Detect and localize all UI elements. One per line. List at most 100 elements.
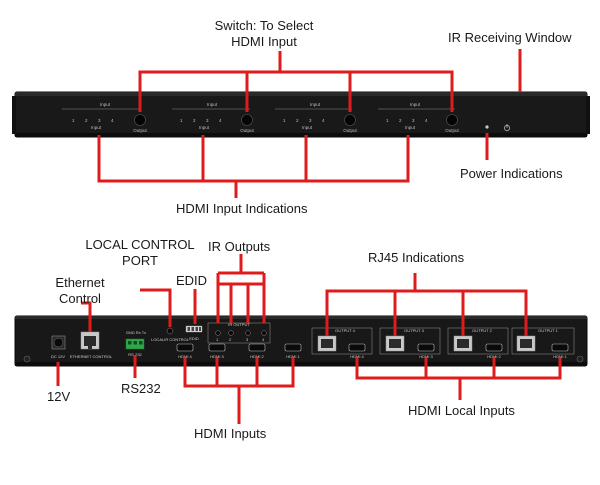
power-led (485, 125, 489, 129)
button-label: Output (343, 128, 357, 133)
hdmi-input-port-2[interactable] (248, 343, 266, 352)
rs232-callout: RS232 (121, 381, 161, 396)
hdmi-local-port-3[interactable] (417, 343, 435, 352)
local-control-callout-line-1: LOCAL CONTROL (85, 237, 195, 252)
ethernet-label: ETHERNET CONTROL (70, 354, 113, 359)
input-number: 2 (296, 118, 299, 123)
ir-number: 2 (229, 337, 232, 342)
switch-button-2[interactable] (241, 114, 253, 126)
rs232-label: RS-232 (128, 352, 142, 357)
button-label: Output (445, 128, 459, 133)
input-group-2: Input 1 2 3 4 Input Output (172, 102, 255, 133)
output-label: OUTPUT 1 (538, 328, 558, 333)
hdmi-input-label: HDMI 2 (250, 354, 264, 359)
input-number: 1 (72, 118, 75, 123)
output-group-1: OUTPUT 1 HDMI 1 (511, 327, 575, 359)
ir-output-jack-1[interactable] (215, 330, 221, 336)
switch-callout: Switch: To Select HDMI Input (215, 18, 314, 50)
input-label: Input (310, 102, 321, 107)
hdmi-local-label: HDMI 1 (553, 354, 567, 359)
input-sub-label: Input (405, 125, 416, 130)
ground-screw (23, 355, 31, 363)
output-label: OUTPUT 2 (472, 328, 492, 333)
output-group-2: OUTPUT 2 HDMI 2 (447, 327, 509, 359)
hdmi-input-port-4[interactable] (176, 343, 194, 352)
input-number: 2 (399, 118, 402, 123)
rear-panel: DC 12V ETHERNET CONTROL GND Rx Tx RS-232… (14, 315, 588, 367)
hdmi-inputs-callout: HDMI Inputs (194, 426, 267, 441)
input-group-1: Input 1 2 3 4 Input Output (62, 102, 148, 133)
edid-label: EDID (189, 336, 199, 341)
input-number: 3 (309, 118, 312, 123)
input-label: Input (410, 102, 421, 107)
output-group-3: OUTPUT 3 HDMI 3 (379, 327, 441, 359)
input-number: 4 (322, 118, 325, 123)
hdmi-input-port-3[interactable] (208, 343, 226, 352)
hdmi-local-label: HDMI 4 (350, 354, 364, 359)
hdmi-local-label: HDMI 2 (487, 354, 501, 359)
input-sub-label: Input (91, 125, 102, 130)
input-number: 4 (219, 118, 222, 123)
input-number: 3 (98, 118, 101, 123)
input-label: Input (100, 102, 111, 107)
rs232-pins: GND Rx Tx (126, 330, 146, 335)
hdmi-input-label: HDMI 3 (210, 354, 224, 359)
local-control-label: LOCALIR CONTROL (151, 337, 190, 342)
input-number: 2 (193, 118, 196, 123)
input-group-3: Input 1 2 3 4 Input Output (275, 102, 358, 133)
hdmi-local-port-2[interactable] (485, 343, 503, 352)
switch-callout-line-2: HDMI Input (231, 34, 297, 49)
input-number: 1 (180, 118, 183, 123)
dc-power-jack[interactable] (53, 337, 64, 348)
ethernet-callout-line-1: Ethernet (55, 275, 105, 290)
switch-button-3[interactable] (344, 114, 356, 126)
hdmi-input-label: HDMI 1 (286, 354, 300, 359)
hdmi-input-label: HDMI 4 (178, 354, 192, 359)
hdmi-input-indications-callout: HDMI Input Indications (176, 201, 308, 216)
button-label: Output (133, 128, 147, 133)
local-control-port[interactable] (166, 327, 174, 335)
input-sub-label: Input (302, 125, 313, 130)
rj45-callout: RJ45 Indications (368, 250, 465, 265)
output-label: OUTPUT 4 (335, 328, 355, 333)
ir-number: 3 (246, 337, 249, 342)
hdmi-local-port-1[interactable] (551, 343, 569, 352)
dc-label: DC 12V (51, 354, 65, 359)
ir-number: 1 (216, 337, 219, 342)
input-number: 2 (85, 118, 88, 123)
switch-button-1[interactable] (134, 114, 146, 126)
input-label: Input (207, 102, 218, 107)
local-control-callout: LOCAL CONTROL PORT (85, 237, 194, 269)
button-label: Output (240, 128, 254, 133)
hdmi-input-port-1[interactable] (284, 343, 302, 352)
hdmi-local-label: HDMI 3 (419, 354, 433, 359)
output-label: OUTPUT 3 (404, 328, 424, 333)
ir-number: 4 (262, 337, 265, 342)
hdmi-local-port-4[interactable] (348, 343, 366, 352)
input-number: 4 (111, 118, 114, 123)
ir-outputs-callout: IR Outputs (208, 239, 271, 254)
power-callout: Power Indications (460, 166, 563, 181)
hdmi-input-ports: HDMI 4 HDMI 3 HDMI 2 HDMI 1 (176, 343, 302, 359)
input-number: 3 (412, 118, 415, 123)
input-sub-label: Input (199, 125, 210, 130)
ethernet-callout: Ethernet Control (55, 275, 104, 307)
front-panel: Input 1 2 3 4 Input Output Input 1 2 3 4… (12, 91, 590, 138)
ir-window-callout: IR Receiving Window (448, 30, 572, 45)
output-group-4: OUTPUT 4 HDMI 4 (311, 327, 373, 359)
rear-callout-lines (56, 254, 562, 424)
12v-callout: 12V (47, 389, 71, 404)
front-callout-lines (97, 49, 522, 198)
edid-callout: EDID (176, 273, 208, 288)
input-number: 3 (206, 118, 209, 123)
ir-output-jack-2[interactable] (228, 330, 234, 336)
switch-button-4[interactable] (446, 114, 458, 126)
ir-output-jack-4[interactable] (261, 330, 267, 336)
input-number: 1 (386, 118, 389, 123)
ir-output-jack-3[interactable] (245, 330, 251, 336)
input-group-4: Input 1 2 3 4 Input Output (378, 102, 460, 133)
hdmi-local-inputs-callout: HDMI Local Inputs (408, 403, 515, 418)
switch-callout-line-1: Switch: To Select (214, 18, 314, 33)
input-number: 1 (283, 118, 286, 123)
